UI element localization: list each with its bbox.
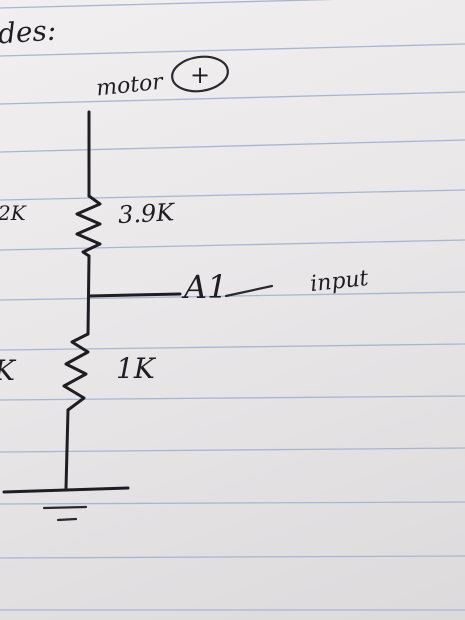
ground-bar-short — [42, 505, 88, 510]
ground-bar-tiny — [56, 517, 78, 522]
resistor-top-label: 3.9K — [117, 198, 177, 229]
motor-plus-circle — [171, 55, 229, 93]
wire-node-branch — [87, 292, 182, 298]
left-margin-top-label: 2K — [0, 201, 27, 225]
motor-label: motor — [95, 69, 165, 101]
ground-bar-long — [2, 486, 130, 494]
node-label: A1 — [181, 268, 227, 306]
resistor-bottom-label: 1K — [116, 352, 157, 385]
node-label-underline — [224, 284, 274, 298]
resistor-top-symbol — [75, 194, 102, 258]
heading-text: des: — [0, 14, 57, 51]
resistor-bottom-symbol — [62, 332, 90, 412]
node-note: input — [309, 266, 370, 297]
wire-bottom — [64, 408, 70, 490]
circuit — [2, 110, 182, 522]
left-margin-bottom-label: K — [0, 354, 17, 387]
motor-plus-sign: + — [190, 61, 210, 89]
